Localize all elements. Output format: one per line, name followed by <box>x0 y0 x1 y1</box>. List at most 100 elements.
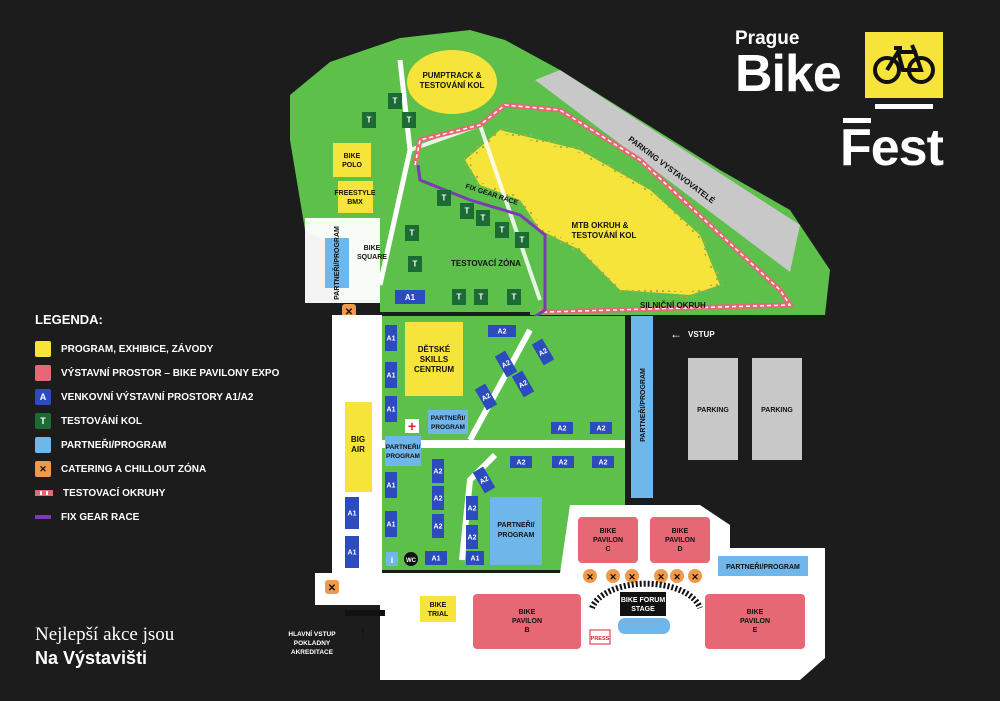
legend-swatch: ✕ <box>35 461 51 477</box>
pavilon-d-label-1: BIKE <box>672 528 689 535</box>
venkovni-prostor-a1-shape <box>385 325 397 351</box>
testovani-marker-shape <box>402 112 416 128</box>
partneri-big-label-2: PROGRAM <box>498 532 535 539</box>
partneri-program-big <box>490 497 542 565</box>
slogan: Nejlepší akce jsou Na Výstavišti <box>35 624 174 669</box>
venkovni-prostor-a1: A1 <box>385 511 397 537</box>
pavilon-d-label-2: PAVILON <box>665 537 695 544</box>
legend-item: VÝSTAVNÍ PROSTOR – BIKE PAVILONY EXPO <box>35 361 295 385</box>
testovani-marker-shape <box>515 232 529 248</box>
testovani-marker: T <box>362 112 376 128</box>
venkovni-prostor-a1: A1 <box>385 325 397 351</box>
pavilon-c-label-3: C <box>605 546 610 553</box>
catering-icon-shape <box>606 569 620 583</box>
venkovni-prostor-a2-label: A2 <box>597 425 606 432</box>
bike-square-label-1: BIKE <box>364 245 381 252</box>
pumptrack-label-1: PUMPTRACK & <box>422 71 481 80</box>
hlavni-vstup-3: AKREDITACE <box>291 649 334 656</box>
bike-trial-label-1: BIKE <box>430 602 447 609</box>
pavilon-b-label-3: B <box>524 627 529 634</box>
venkovni-prostor-a2: A2 <box>472 466 496 494</box>
a1-north <box>395 290 425 304</box>
main-entrance-bar <box>345 610 385 616</box>
venkovni-prostor-a2: A2 <box>466 525 478 549</box>
legend-title: LEGENDA: <box>35 312 103 327</box>
partneri-program-south <box>718 556 808 576</box>
legend-line-swatch <box>35 515 51 519</box>
big-air-label-1: BIG <box>351 435 365 444</box>
info-icon <box>386 552 398 566</box>
a-markers: A1A1A1A1A1A1A1A1A1A1A1A2A2A2A2A2A2A2A2A2… <box>345 325 614 647</box>
venkovni-prostor-a1-label: A1 <box>387 521 396 528</box>
venkovni-prostor-a2-shape <box>551 422 573 434</box>
testovani-marker: T <box>388 93 402 109</box>
bike-forum-stage <box>620 592 666 616</box>
testovani-marker-label: T <box>457 293 462 302</box>
vstup-label: VSTUP <box>688 330 715 339</box>
venkovni-prostor-a2-label: A2 <box>559 459 568 466</box>
legend-label: PARTNEŘI/PROGRAM <box>61 439 167 451</box>
venkovni-prostor-a2-shape <box>510 456 532 468</box>
catering-icon: ✕ <box>583 569 597 583</box>
venkovni-prostor-a2-label: A2 <box>498 328 507 335</box>
testovani-marker-shape <box>437 190 451 206</box>
legend-label: VENKOVNÍ VÝSTAVNÍ PROSTORY A1/A2 <box>61 391 254 403</box>
legend-label: TESTOVÁNÍ KOL <box>61 415 142 427</box>
legend-label: FIX GEAR RACE <box>61 511 140 523</box>
testovaci-zona-label: TESTOVACÍ ZÓNA <box>451 259 521 268</box>
venkovni-prostor-a2-label: A2 <box>517 459 526 466</box>
legend-label: TESTOVACÍ OKRUHY <box>63 487 166 499</box>
slogan-line-2: Na Výstavišti <box>35 648 148 668</box>
venkovni-prostor-a2-shape <box>466 496 478 520</box>
venkovni-prostor-a1: A1 <box>385 472 397 498</box>
testovani-marker: T <box>515 232 529 248</box>
testovani-marker-label: T <box>481 214 486 223</box>
pavilon-e-label-1: BIKE <box>747 609 764 616</box>
testovani-marker-shape <box>408 256 422 272</box>
venkovni-prostor-a1-shape <box>385 362 397 388</box>
testovani-marker: T <box>437 190 451 206</box>
venkovni-prostor-a2: A2 <box>551 422 573 434</box>
freestyle-bmx-label-1: FREESTYLE <box>334 190 376 197</box>
venkovni-prostor-a2-shape <box>432 459 444 483</box>
legend-item: ✕ CATERING A CHILLOUT ZÓNA <box>35 457 295 481</box>
first-aid-cross: + <box>408 418 416 434</box>
legend-label: CATERING A CHILLOUT ZÓNA <box>61 463 207 475</box>
legend-item: TESTOVACÍ OKRUHY <box>35 481 295 505</box>
venkovni-prostor-a2: A2 <box>432 486 444 510</box>
bike-pavilon-d <box>650 517 710 563</box>
svg-text:PARTNEŘI/PROGRAM: PARTNEŘI/PROGRAM <box>332 226 341 300</box>
legend-label: VÝSTAVNÍ PROSTOR – BIKE PAVILONY EXPO <box>61 367 280 379</box>
pavilon-b-label-2: PAVILON <box>512 618 542 625</box>
bike-polo-label-1: BIKE <box>344 153 361 160</box>
catering-icon: ✕ <box>654 569 668 583</box>
bike-trial-label-2: TRIAL <box>428 611 449 618</box>
venkovni-prostor-a2-shape <box>488 325 516 337</box>
parking-1 <box>688 358 738 460</box>
catering-icon-glyph: ✕ <box>345 307 353 318</box>
venkovni-prostor-a2: A2 <box>488 325 516 337</box>
logo-prague: Prague <box>735 28 800 49</box>
venkovni-prostor-a2: A2 <box>432 514 444 538</box>
venkovni-prostor-a2-label: A2 <box>468 534 477 541</box>
mtb-okruh-label-1: MTB OKRUH & <box>572 221 629 230</box>
info-label: i <box>391 555 394 565</box>
catering-icon-shape <box>688 569 702 583</box>
catering-icon: ✕ <box>606 569 620 583</box>
first-aid-icon <box>405 419 419 433</box>
testovani-marker: T <box>402 112 416 128</box>
mtb-okruh-label-2: TESTOVÁNÍ KOL <box>572 231 637 240</box>
svg-text:PARTNEŘI/PROGRAM: PARTNEŘI/PROGRAM <box>497 520 534 539</box>
press-booth <box>589 629 611 645</box>
venkovni-prostor-a1-label: A1 <box>348 510 357 517</box>
venkovni-prostor-a2-label: A2 <box>538 347 549 358</box>
partneri-program-left <box>385 436 421 466</box>
